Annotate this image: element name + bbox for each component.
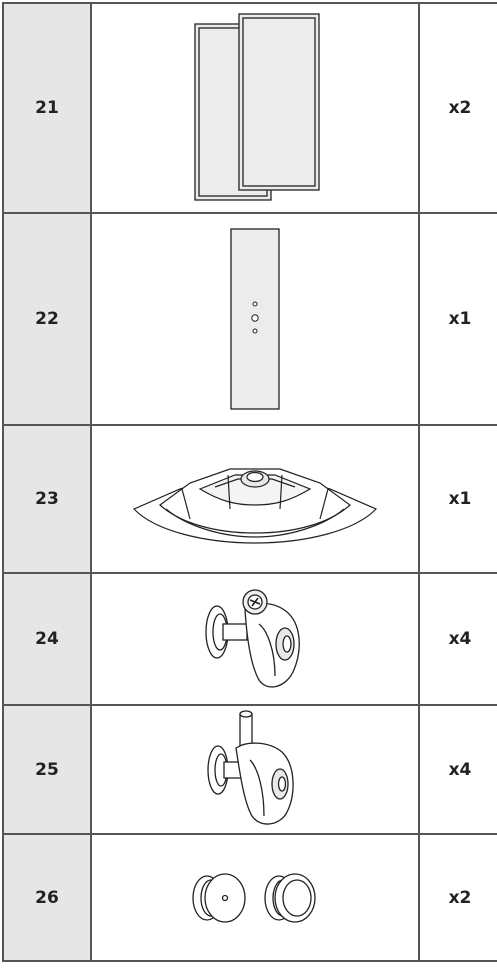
part-number: 21 bbox=[2, 2, 92, 214]
part-quantity: x4 bbox=[418, 572, 497, 706]
table-row: 25 x4 bbox=[2, 704, 497, 835]
knob-handles-icon bbox=[192, 872, 316, 923]
part-quantity: x4 bbox=[418, 704, 497, 835]
part-number: 23 bbox=[2, 424, 92, 574]
panel-strip-icon bbox=[230, 228, 280, 410]
part-number: 22 bbox=[2, 212, 92, 426]
table-row: 23 x1 bbox=[2, 424, 497, 574]
part-illustration-cell bbox=[90, 212, 420, 426]
part-illustration-cell bbox=[90, 2, 420, 214]
part-number: 24 bbox=[2, 572, 92, 706]
roller-bracket-icon bbox=[205, 589, 300, 688]
part-quantity: x2 bbox=[418, 833, 497, 962]
part-quantity: x2 bbox=[418, 2, 497, 214]
part-illustration-cell bbox=[90, 572, 420, 706]
glass-panels-icon bbox=[194, 13, 320, 201]
part-illustration-cell bbox=[90, 833, 420, 962]
part-illustration-cell bbox=[90, 424, 420, 574]
table-row: 21 x2 bbox=[2, 2, 497, 214]
shower-tray-icon bbox=[132, 468, 378, 544]
part-quantity: x1 bbox=[418, 212, 497, 426]
part-number: 26 bbox=[2, 833, 92, 962]
part-quantity: x1 bbox=[418, 424, 497, 574]
table-row: 26 x2 bbox=[2, 833, 497, 962]
table-row: 22 x1 bbox=[2, 212, 497, 426]
part-illustration-cell bbox=[90, 704, 420, 835]
part-number: 25 bbox=[2, 704, 92, 835]
table-row: 24 x4 bbox=[2, 572, 497, 706]
roller-with-pin-icon bbox=[207, 709, 294, 825]
